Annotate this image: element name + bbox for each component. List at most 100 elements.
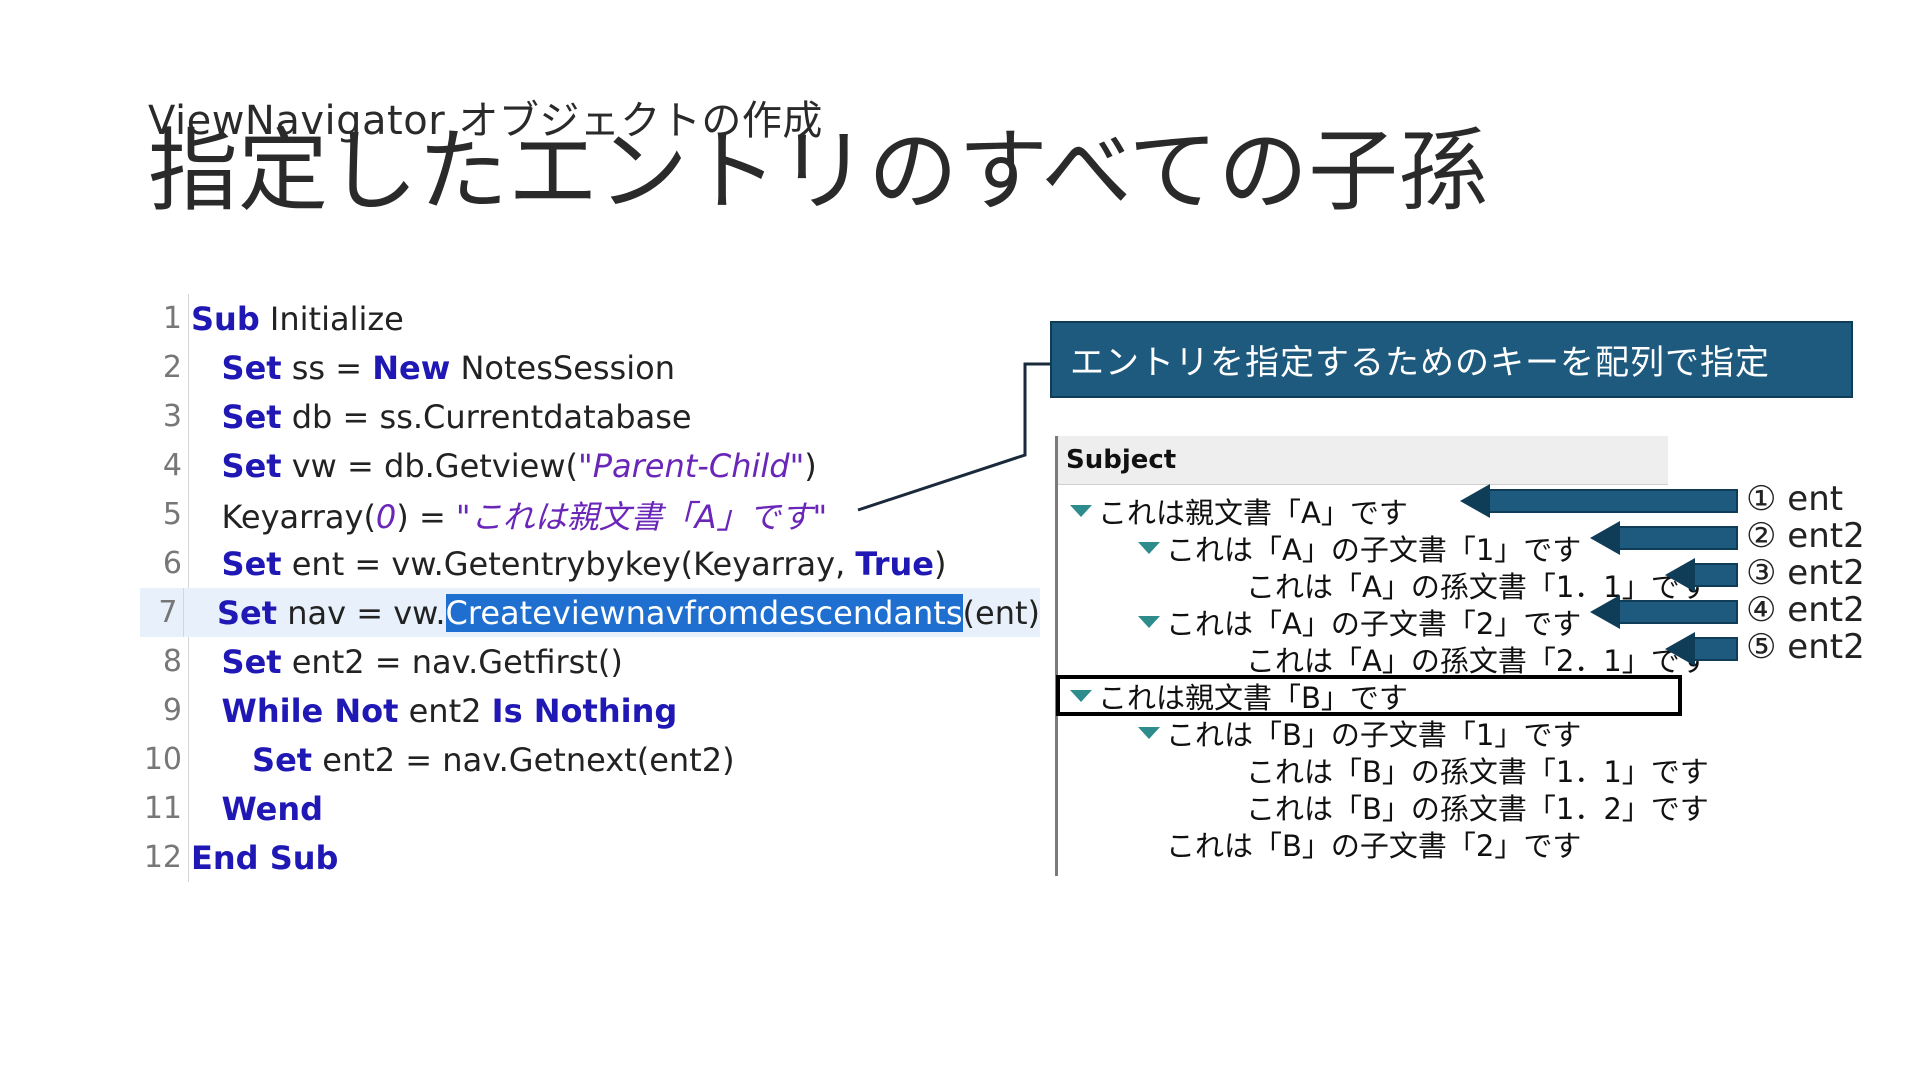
code-line[interactable]: 8 Set ent2 = nav.Getfirst() (140, 637, 1040, 686)
line-number: 5 (140, 490, 189, 539)
code-token (191, 349, 222, 387)
arrow-head-icon (1665, 558, 1695, 592)
expand-twisty-icon[interactable] (1138, 725, 1160, 741)
code-keyword: Is Nothing (491, 691, 678, 730)
line-number: 1 (140, 294, 189, 343)
code-text: Set db = ss.Currentdatabase (189, 398, 692, 436)
line-number: 7 (140, 588, 185, 637)
variable-annotation: ② ent2 (1746, 516, 1865, 556)
code-keyword: Set (221, 348, 282, 387)
code-token: db = ss.Currentdatabase (281, 397, 692, 436)
code-token: Initialize (259, 299, 404, 338)
arrow-shaft (1691, 637, 1738, 661)
code-token (191, 692, 222, 730)
code-line[interactable]: 7 Set nav = vw.Createviewnavfromdescenda… (140, 588, 1040, 637)
code-token: ss = (281, 348, 373, 387)
code-token (191, 398, 222, 436)
code-text: Set ent = vw.Getentrybykey(Keyarray, Tru… (189, 544, 947, 583)
code-token: ent2 (398, 691, 492, 730)
arrow-shaft (1616, 600, 1738, 624)
code-text: Set ent2 = nav.Getfirst() (189, 643, 623, 681)
view-entry[interactable]: これは親文書「A」です (1058, 492, 1668, 530)
code-keyword: Wend (221, 789, 324, 828)
view-entry[interactable]: これは「A」の孫文書「1．1」です (1058, 566, 1709, 604)
code-token (191, 741, 252, 779)
pointer-arrow (1460, 484, 1738, 518)
code-keyword: Set (217, 593, 278, 632)
view-entry-label: これは「A」の子文書「1」です (1166, 532, 1582, 567)
expand-twisty-icon[interactable] (1070, 688, 1092, 704)
code-keyword: Sub (191, 299, 260, 338)
view-entry[interactable]: これは「B」の子文書「1」です (1058, 714, 1668, 752)
callout-box: エントリを指定するためのキーを配列で指定 (1050, 321, 1853, 398)
view-entry-label: これは親文書「A」です (1098, 495, 1408, 530)
code-token: Keyarray( (191, 497, 376, 536)
view-entry[interactable]: これは「B」の孫文書「1．1」です (1058, 751, 1709, 789)
expand-twisty-icon[interactable] (1070, 503, 1092, 519)
line-number: 10 (140, 735, 189, 784)
code-token (191, 447, 222, 485)
line-number: 12 (140, 833, 189, 882)
variable-annotation: ⑤ ent2 (1746, 627, 1865, 667)
line-number: 4 (140, 441, 189, 490)
view-entry[interactable]: これは親文書「B」です (1056, 675, 1682, 716)
line-number: 6 (140, 539, 189, 588)
code-line[interactable]: 6 Set ent = vw.Getentrybykey(Keyarray, T… (140, 539, 1040, 588)
code-token (186, 594, 217, 632)
variable-annotation: ① ent (1746, 479, 1844, 519)
code-line[interactable]: 9 While Not ent2 Is Nothing (140, 686, 1040, 735)
view-entry-label: これは「A」の子文書「2」です (1166, 606, 1582, 641)
code-token: nav = vw. (277, 593, 446, 632)
view-entry[interactable]: これは「B」の子文書「2」です (1058, 825, 1668, 863)
column-header-subject[interactable]: Subject (1058, 436, 1668, 485)
code-token: ) (804, 446, 817, 485)
view-entry[interactable]: これは「A」の子文書「2」です (1058, 603, 1668, 641)
code-line[interactable]: 5 Keyarray(0) = "これは親文書「A」です" (140, 490, 1040, 539)
code-keyword: Set (221, 397, 282, 436)
code-literal: "Parent-Child" (578, 446, 805, 485)
code-text: Keyarray(0) = "これは親文書「A」です" (189, 492, 828, 538)
view-entry-label: これは「B」の孫文書「1．1」です (1246, 754, 1709, 789)
view-entry[interactable]: これは「A」の子文書「1」です (1058, 529, 1668, 567)
view-entry-label: これは「A」の孫文書「2．1」です (1246, 643, 1709, 678)
line-number: 9 (140, 686, 189, 735)
arrow-shaft (1691, 563, 1738, 587)
code-token: ent2 = nav.Getfirst() (281, 642, 623, 681)
code-token: ) (933, 544, 947, 583)
expand-twisty-icon[interactable] (1138, 614, 1160, 630)
view-entry-label: これは「B」の孫文書「1．2」です (1246, 791, 1709, 826)
code-token: ) = (396, 497, 456, 536)
view-entry-label: これは「B」の子文書「2」です (1166, 828, 1582, 863)
view-tree[interactable]: Subject これは親文書「A」ですこれは「A」の子文書「1」ですこれは「A」… (1055, 436, 1709, 876)
view-entry[interactable]: これは「B」の孫文書「1．2」です (1058, 788, 1709, 826)
code-token (191, 545, 222, 583)
view-entry-label: これは「B」の子文書「1」です (1166, 717, 1582, 752)
code-line[interactable]: 10 Set ent2 = nav.Getnext(ent2) (140, 735, 1040, 784)
code-token: vw = db.Getview( (281, 446, 578, 485)
code-text: Set nav = vw.Createviewnavfromdescendant… (184, 593, 1040, 632)
code-token: NotesSession (450, 348, 675, 387)
code-token (191, 790, 222, 828)
view-entry[interactable]: これは「A」の孫文書「2．1」です (1058, 640, 1709, 678)
code-keyword: New (372, 348, 451, 387)
code-token: (ent) (962, 593, 1040, 632)
code-literal: "これは親文書「A」です" (455, 497, 828, 536)
line-number: 3 (140, 392, 189, 441)
code-line[interactable]: 3 Set db = ss.Currentdatabase (140, 392, 1040, 441)
view-entry-label: これは「A」の孫文書「1．1」です (1246, 569, 1709, 604)
code-line[interactable]: 2 Set ss = New NotesSession (140, 343, 1040, 392)
code-line[interactable]: 4 Set vw = db.Getview("Parent-Child") (140, 441, 1040, 490)
code-line[interactable]: 11 Wend (140, 784, 1040, 833)
expand-twisty-icon[interactable] (1138, 540, 1160, 556)
pointer-arrow (1590, 521, 1738, 555)
code-text: End Sub (189, 839, 338, 877)
code-selection: Createviewnavfromdescendants (445, 593, 963, 632)
code-token: ent2 = nav.Getnext(ent2) (312, 740, 735, 779)
arrow-shaft (1486, 489, 1738, 513)
code-keyword: Set (221, 642, 282, 681)
code-keyword: While Not (221, 691, 399, 730)
arrow-head-icon (1460, 484, 1490, 518)
